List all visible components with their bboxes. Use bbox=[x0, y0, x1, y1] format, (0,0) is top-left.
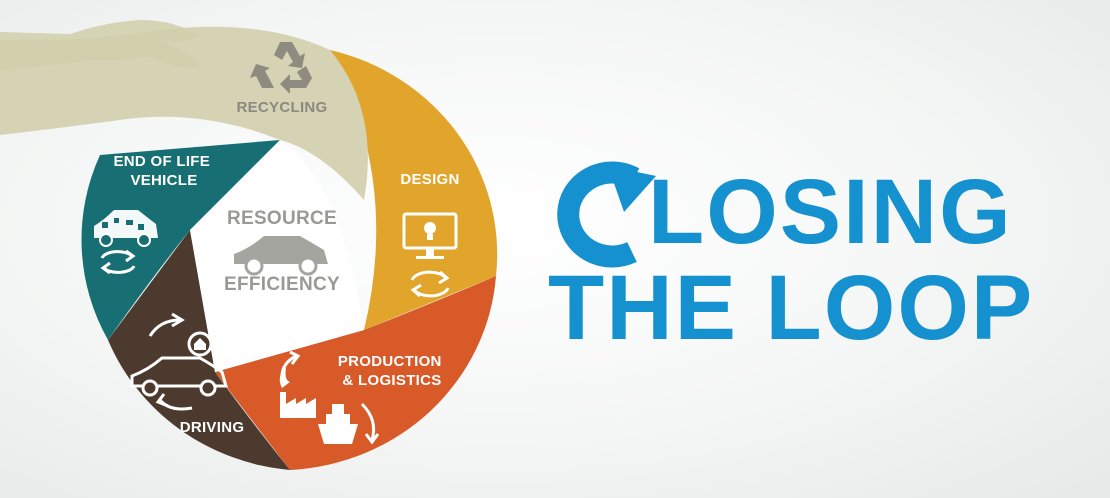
circular-arrows-icon bbox=[148, 312, 193, 411]
segment-end-of-life bbox=[81, 140, 280, 340]
headline-line-2: THE LOOP bbox=[548, 257, 1035, 359]
segment-production bbox=[215, 276, 496, 470]
recycle-icon bbox=[250, 42, 312, 94]
center-label-line2: EFFICIENCY bbox=[224, 274, 340, 295]
ship-icon bbox=[318, 404, 358, 444]
stage-label-driving: DRIVING bbox=[180, 419, 245, 436]
hand-icon bbox=[0, 20, 200, 70]
circular-arrows-icon bbox=[280, 350, 380, 445]
headline-line-1-text: LOSING bbox=[648, 161, 1013, 263]
stage-label-design: DESIGN bbox=[400, 171, 459, 188]
loop-arrow-icon bbox=[557, 161, 656, 268]
headline-line-1: LOSING bbox=[548, 166, 1068, 258]
car-icon bbox=[130, 356, 228, 397]
car-collage-icon bbox=[94, 210, 158, 247]
segment-design bbox=[330, 50, 498, 330]
stage-label-production: PRODUCTION & LOGISTICS bbox=[338, 353, 446, 389]
car-icon bbox=[234, 236, 328, 276]
computer-lightbulb-icon bbox=[402, 212, 458, 259]
house-icon bbox=[187, 331, 213, 357]
circular-arrows-icon bbox=[410, 270, 450, 298]
circular-arrows-icon bbox=[100, 249, 136, 275]
segment-recycling bbox=[0, 26, 368, 201]
center-label-line1: RESOURCE bbox=[227, 208, 337, 229]
stage-label-recycling: RECYCLING bbox=[236, 99, 327, 116]
cycle-wheel bbox=[0, 20, 498, 470]
stage-label-end-of-life: END OF LIFE VEHICLE bbox=[113, 153, 214, 189]
